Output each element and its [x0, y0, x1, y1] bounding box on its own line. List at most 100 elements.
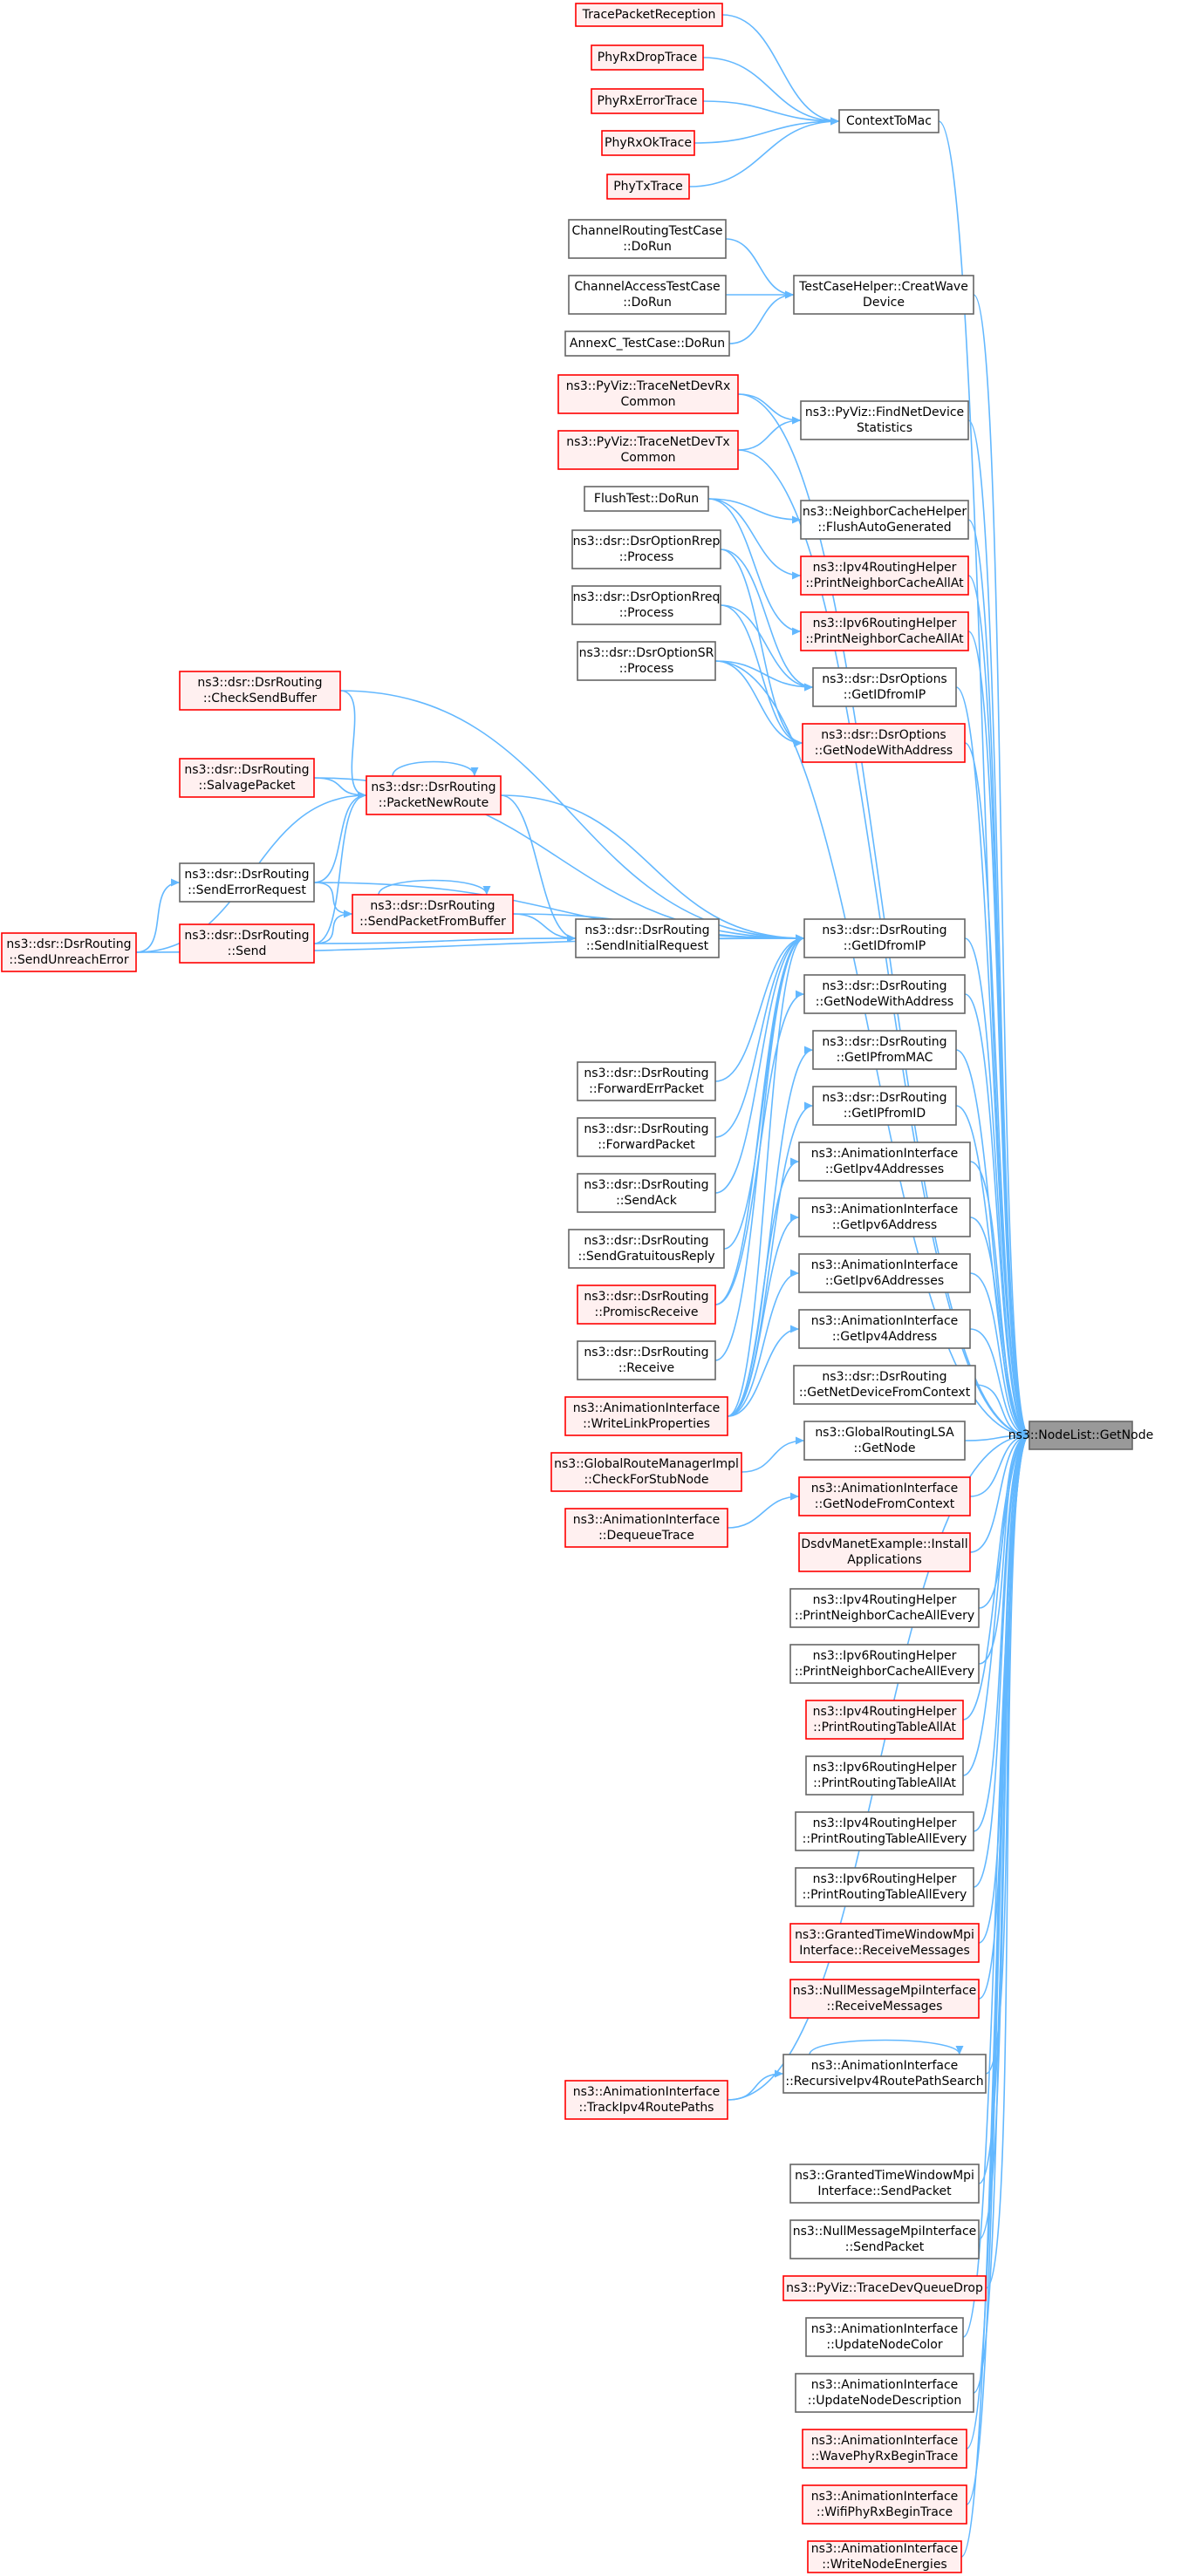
graph-node-n30[interactable]: ns3::dsr::DsrRouting::Send [179, 923, 315, 964]
graph-node-n67[interactable]: ns3::AnimationInterface::WavePhyRxBeginT… [802, 2429, 967, 2469]
graph-node-n6[interactable]: PhyTxTrace [606, 174, 690, 200]
call-edge [720, 549, 814, 688]
graph-node-n4[interactable]: PhyRxErrorTrace [591, 88, 704, 114]
graph-node-n23[interactable]: ns3::dsr::DsrRouting::GetIDfromIP [803, 918, 966, 958]
graph-node-n54[interactable]: ns3::Ipv4RoutingHelper::PrintRoutingTabl… [805, 1700, 964, 1740]
edge-layer [135, 14, 1030, 2558]
graph-node-n21[interactable]: ns3::dsr::DsrOptionSR::Process [577, 641, 716, 681]
graph-node-n69[interactable]: ns3::AnimationInterface::WriteNodeEnergi… [807, 2540, 962, 2573]
graph-node-n18[interactable]: ns3::dsr::DsrOptions::GetIDfromIP [812, 667, 957, 707]
graph-node-n50[interactable]: ns3::AnimationInterface::DequeueTrace [564, 1508, 728, 1548]
graph-node-n68[interactable]: ns3::AnimationInterface::WifiPhyRxBeginT… [802, 2484, 967, 2525]
graph-node-n28[interactable]: ns3::dsr::DsrRouting::SendUnreachError [1, 932, 137, 972]
call-edge [809, 2039, 960, 2055]
graph-node-n58[interactable]: ns3::GrantedTimeWindowMpiInterface::Rece… [789, 1923, 980, 1963]
graph-node-n22[interactable]: ns3::dsr::DsrOptions::GetNodeWithAddress [802, 723, 966, 763]
call-edge [714, 993, 805, 1305]
graph-node-n44[interactable]: ns3::AnimationInterface::GetIpv6Addresse… [798, 1253, 971, 1293]
node-box [564, 331, 730, 357]
graph-node-n42[interactable]: ns3::AnimationInterface::GetIpv4Addresse… [798, 1141, 971, 1182]
node-box [793, 1365, 976, 1405]
node-box [789, 2219, 980, 2259]
node-label: ns3::dsr::DsrRouting [184, 763, 309, 777]
call-edge [727, 1272, 800, 1417]
graph-node-n60[interactable]: ns3::AnimationInterface::RecursiveIpv4Ro… [782, 2054, 987, 2094]
node-label: ChannelRoutingTestCase [572, 224, 723, 238]
graph-node-n0[interactable]: ns3::NodeList::GetNode [1008, 1421, 1153, 1450]
graph-node-n25[interactable]: ns3::dsr::DsrRouting::PacketNewRoute [366, 775, 502, 815]
node-label: ::SendPacket [845, 2240, 925, 2254]
graph-node-n10[interactable]: AnnexC_TestCase::DoRun [564, 331, 730, 357]
node-label: ns3::dsr::DsrRouting [584, 1346, 708, 1360]
node-box [789, 1588, 980, 1628]
node-label: ::PrintRoutingTableAllEvery [803, 1832, 967, 1846]
graph-node-n53[interactable]: ns3::Ipv6RoutingHelper::PrintNeighborCac… [789, 1644, 980, 1684]
graph-node-n63[interactable]: ns3::NullMessageMpiInterface::SendPacket [789, 2219, 980, 2259]
graph-node-n47[interactable]: ns3::GlobalRoutingLSA::GetNode [803, 1421, 966, 1461]
graph-node-n1[interactable]: ContextToMac [838, 109, 940, 133]
graph-node-n15[interactable]: FlushTest::DoRun [584, 486, 709, 512]
node-box [798, 1532, 971, 1572]
graph-node-n2[interactable]: TracePacketReception [575, 3, 723, 27]
node-box [568, 1229, 725, 1269]
graph-node-n38[interactable]: ns3::dsr::DsrRouting::SendGratuitousRepl… [568, 1229, 725, 1269]
graph-node-n14[interactable]: ns3::NeighborCacheHelper::FlushAutoGener… [800, 500, 969, 540]
graph-node-n34[interactable]: ns3::dsr::DsrRouting::GetIPfromID [812, 1086, 957, 1126]
graph-node-n27[interactable]: ns3::dsr::DsrRouting::SendErrorRequest [179, 862, 315, 903]
graph-node-n41[interactable]: ns3::AnimationInterface::WriteLinkProper… [564, 1396, 728, 1436]
graph-node-n62[interactable]: ns3::GrantedTimeWindowMpiInterface::Send… [789, 2164, 980, 2204]
graph-node-n9[interactable]: ChannelAccessTestCase::DoRun [568, 275, 727, 315]
graph-node-n45[interactable]: ns3::AnimationInterface::GetIpv4Address [798, 1309, 971, 1349]
graph-node-n55[interactable]: ns3::Ipv6RoutingHelper::PrintRoutingTabl… [805, 1755, 964, 1796]
graph-node-n3[interactable]: PhyRxDropTrace [591, 44, 704, 71]
graph-node-n66[interactable]: ns3::AnimationInterface::UpdateNodeDescr… [795, 2373, 974, 2413]
call-edge [741, 1440, 805, 1473]
node-label: ::SendAck [616, 1194, 678, 1208]
graph-node-n35[interactable]: ns3::dsr::DsrRouting::ForwardErrPacket [577, 1061, 716, 1101]
node-label: ::Receive [618, 1361, 674, 1375]
graph-node-n64[interactable]: ns3::PyViz::TraceDevQueueDrop [782, 2275, 987, 2301]
graph-node-n17[interactable]: ns3::Ipv6RoutingHelper::PrintNeighborCac… [800, 611, 969, 651]
graph-node-n48[interactable]: ns3::GlobalRouteManagerImpl::CheckForStu… [550, 1452, 742, 1492]
graph-node-n36[interactable]: ns3::dsr::DsrRouting::ForwardPacket [577, 1117, 716, 1157]
graph-node-n5[interactable]: PhyRxOkTrace [601, 130, 695, 156]
graph-node-n33[interactable]: ns3::dsr::DsrRouting::GetIPfromMAC [812, 1030, 957, 1070]
graph-node-n32[interactable]: ns3::dsr::DsrRouting::GetNodeWithAddress [803, 974, 966, 1014]
graph-node-n29[interactable]: ns3::dsr::DsrRouting::SendPacketFromBuff… [352, 894, 514, 934]
graph-node-n40[interactable]: ns3::dsr::DsrRouting::Receive [577, 1340, 716, 1380]
graph-node-n37[interactable]: ns3::dsr::DsrRouting::SendAck [577, 1173, 716, 1213]
node-label: ns3::dsr::DsrRouting [584, 1290, 708, 1304]
graph-node-n49[interactable]: ns3::AnimationInterface::GetNodeFromCont… [798, 1476, 971, 1516]
graph-node-n65[interactable]: ns3::AnimationInterface::UpdateNodeColor [805, 2317, 964, 2357]
edge-arrowhead [790, 1213, 799, 1222]
node-label: FlushTest::DoRun [594, 492, 699, 506]
graph-node-n43[interactable]: ns3::AnimationInterface::GetIpv6Address [798, 1197, 971, 1237]
call-edge [720, 604, 814, 688]
graph-node-n56[interactable]: ns3::Ipv4RoutingHelper::PrintRoutingTabl… [795, 1811, 974, 1851]
graph-node-n24[interactable]: ns3::dsr::DsrRouting::CheckSendBuffer [179, 671, 341, 711]
node-label: ns3::AnimationInterface [811, 1258, 959, 1272]
node-label: ::SendUnreachError [9, 953, 128, 967]
call-edge [962, 1435, 1030, 1721]
graph-node-n19[interactable]: ns3::dsr::DsrOptionRrep::Process [571, 529, 721, 569]
graph-node-n52[interactable]: ns3::Ipv4RoutingHelper::PrintNeighborCac… [789, 1588, 980, 1628]
graph-node-n57[interactable]: ns3::Ipv6RoutingHelper::PrintRoutingTabl… [795, 1867, 974, 1907]
graph-node-n26[interactable]: ns3::dsr::DsrRouting::SalvagePacket [179, 758, 315, 798]
graph-node-n20[interactable]: ns3::dsr::DsrOptionRreq::Process [571, 585, 721, 625]
edge-arrowhead [790, 1157, 799, 1166]
graph-node-n61[interactable]: ns3::AnimationInterface::TrackIpv4RouteP… [564, 2080, 728, 2120]
graph-node-n8[interactable]: ChannelRoutingTestCase::DoRun [568, 219, 727, 259]
graph-node-n39[interactable]: ns3::dsr::DsrRouting::PromiscReceive [577, 1285, 716, 1325]
graph-node-n59[interactable]: ns3::NullMessageMpiInterface::ReceiveMes… [789, 1979, 980, 2019]
node-label: TestCaseHelper::CreatWave [798, 280, 968, 294]
graph-node-n31[interactable]: ns3::dsr::DsrRouting::SendInitialRequest [575, 918, 720, 958]
graph-node-n16[interactable]: ns3::Ipv4RoutingHelper::PrintNeighborCac… [800, 555, 969, 596]
node-label: ::ForwardErrPacket [589, 1082, 704, 1096]
graph-node-n46[interactable]: ns3::dsr::DsrRouting::GetNetDeviceFromCo… [793, 1365, 976, 1405]
